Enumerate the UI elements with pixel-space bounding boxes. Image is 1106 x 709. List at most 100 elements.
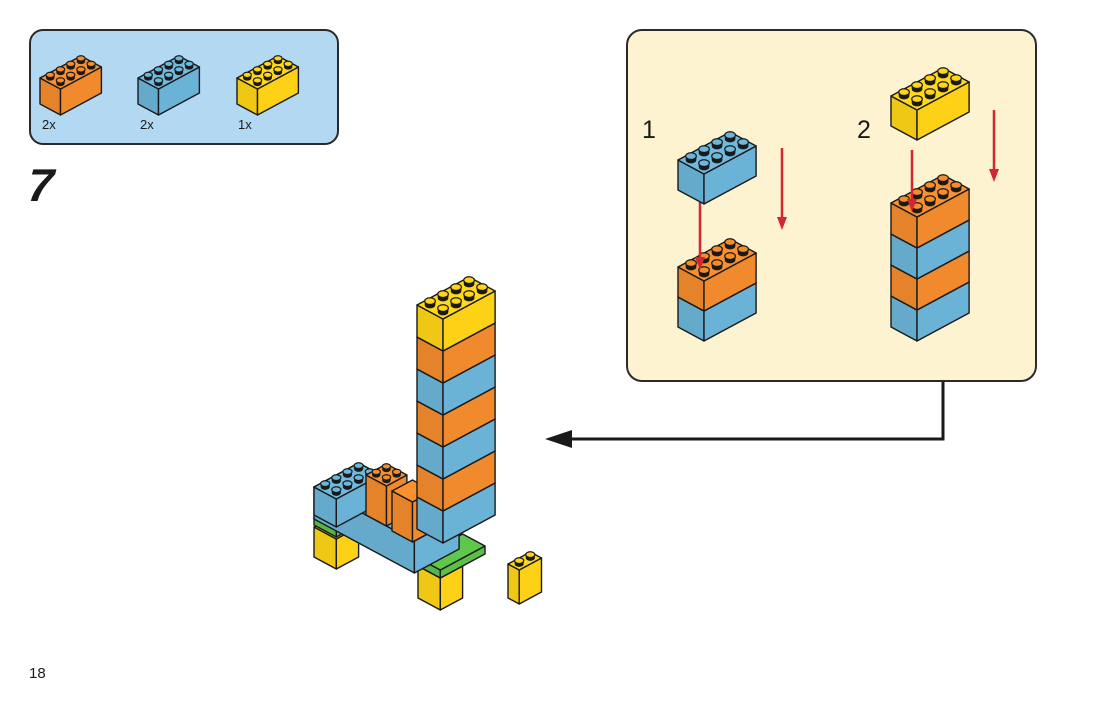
brick-stud bbox=[283, 60, 293, 70]
brick-stud bbox=[143, 71, 154, 81]
brick-yellow bbox=[236, 55, 300, 116]
brick-stud bbox=[711, 259, 723, 271]
brick-yellow bbox=[890, 67, 970, 141]
brick-blue bbox=[677, 131, 757, 205]
brick-stud bbox=[463, 276, 475, 288]
brick-stud bbox=[924, 195, 936, 207]
brick-stud bbox=[391, 468, 402, 478]
part-quantity-orange: 2x bbox=[42, 117, 56, 132]
brick-stud bbox=[174, 66, 184, 76]
part-quantity-blue: 2x bbox=[140, 117, 154, 132]
brick-stud bbox=[273, 66, 283, 76]
brick-stud bbox=[937, 188, 950, 200]
callout-arrowhead-icon bbox=[545, 430, 572, 448]
brick-stud bbox=[685, 152, 697, 164]
brick-stud bbox=[698, 145, 710, 157]
callout-line bbox=[565, 382, 945, 441]
brick-stud bbox=[911, 188, 923, 200]
brick-stud bbox=[937, 81, 950, 93]
brick-stud bbox=[911, 95, 923, 107]
brick-stud bbox=[262, 60, 273, 70]
brick-stud bbox=[252, 77, 263, 87]
part-quantity-yellow: 1x bbox=[238, 117, 252, 132]
brick-orange bbox=[890, 174, 970, 249]
brick-stud bbox=[724, 131, 737, 143]
brick-stud bbox=[911, 81, 923, 93]
brick-stud bbox=[450, 297, 462, 309]
brick-stud bbox=[55, 66, 66, 76]
brick-stud bbox=[174, 55, 184, 65]
brick-stud bbox=[698, 266, 710, 278]
brick-stud bbox=[342, 480, 353, 490]
brick-stud bbox=[55, 77, 66, 87]
parts-bricks bbox=[39, 55, 300, 116]
brick-orange bbox=[677, 238, 757, 312]
brick-stud bbox=[153, 77, 164, 87]
brick-stud bbox=[437, 304, 449, 316]
substep-1-illustration bbox=[677, 131, 787, 342]
brick-stud bbox=[711, 245, 723, 257]
brick-stud bbox=[924, 88, 936, 100]
brick-stud bbox=[525, 551, 536, 561]
brick-stud bbox=[342, 468, 353, 478]
brick-stud bbox=[163, 60, 174, 70]
brick-stud bbox=[950, 74, 963, 86]
brick-stud bbox=[924, 181, 936, 193]
brick-stud bbox=[381, 463, 392, 473]
brick-stud bbox=[698, 159, 710, 171]
placement-arrow-icon bbox=[777, 148, 787, 230]
brick-stud bbox=[711, 138, 723, 150]
brick-stud bbox=[381, 474, 392, 484]
brick-stud bbox=[331, 474, 342, 484]
brick-stud bbox=[898, 88, 910, 100]
brick-stud bbox=[45, 71, 56, 81]
brick-stud bbox=[724, 145, 737, 157]
brick-stud bbox=[353, 462, 364, 472]
brick-stud bbox=[76, 55, 86, 65]
brick-stud bbox=[153, 66, 164, 76]
brick-stud bbox=[711, 152, 723, 164]
brick-side-face bbox=[507, 563, 520, 605]
placement-arrow-icon bbox=[907, 150, 917, 212]
brick-stud bbox=[184, 60, 194, 70]
brick-stud bbox=[450, 283, 462, 295]
brick-orange bbox=[39, 55, 103, 116]
main-model bbox=[313, 276, 543, 611]
brick-stud bbox=[262, 71, 273, 81]
page-number: 18 bbox=[29, 665, 46, 682]
placement-arrow-icon bbox=[989, 110, 999, 182]
brick-stud bbox=[65, 71, 76, 81]
brick-stud bbox=[371, 468, 382, 478]
substep-label-2: 2 bbox=[857, 116, 871, 144]
brick-stud bbox=[937, 67, 950, 79]
brick-stud bbox=[273, 55, 283, 65]
brick-stud bbox=[76, 66, 86, 76]
substep-label-1: 1 bbox=[642, 116, 656, 144]
brick-stud bbox=[685, 259, 697, 271]
brick-stud bbox=[252, 66, 263, 76]
callout-arrow bbox=[545, 382, 945, 448]
brick-stud bbox=[353, 474, 364, 484]
brick-stud bbox=[86, 60, 96, 70]
substep-2-illustration bbox=[890, 67, 999, 342]
brick-stud bbox=[476, 283, 489, 295]
brick-stud bbox=[424, 297, 436, 309]
brick-stud bbox=[65, 60, 76, 70]
brick-stud bbox=[320, 480, 331, 490]
brick-stud bbox=[331, 486, 342, 496]
brick-stud bbox=[513, 557, 525, 567]
brick-stud bbox=[898, 195, 910, 207]
brick-stud bbox=[737, 245, 750, 257]
brick-blue bbox=[137, 55, 201, 116]
brick-stud bbox=[463, 290, 475, 302]
brick-stud bbox=[163, 71, 174, 81]
brick-stud bbox=[724, 238, 737, 250]
brick-stud bbox=[937, 174, 950, 186]
brick-yellow bbox=[416, 276, 496, 352]
brick-yellow bbox=[507, 551, 543, 605]
brick-stud bbox=[437, 290, 449, 302]
brick-stud bbox=[724, 252, 737, 264]
brick-stud bbox=[950, 181, 963, 193]
brick-stud bbox=[924, 74, 936, 86]
